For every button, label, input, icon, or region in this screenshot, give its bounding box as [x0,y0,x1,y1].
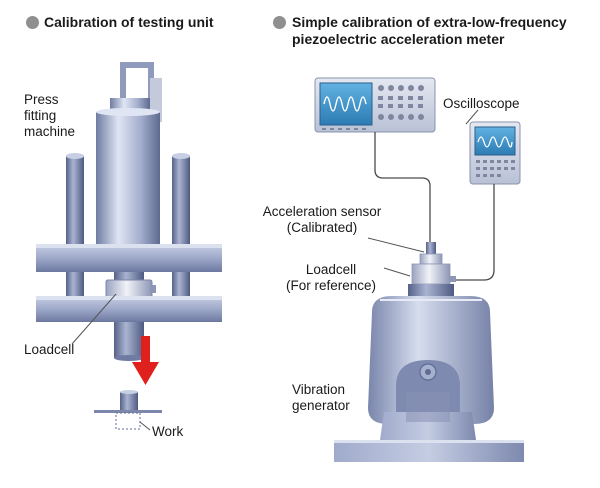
acceleration-sensor-label-line2: (Calibrated) [286,220,358,235]
leader-lines [367,109,479,277]
press-label-line2: fitting [24,108,57,123]
right-panel-title-line1: Simple calibration of extra-low-frequenc… [292,14,567,30]
left-loadcell-label: Loadcell [24,342,75,357]
vibration-generator-label-line2: generator [292,398,350,413]
vibration-generator [334,242,524,462]
vibration-generator-label: Vibration generator [292,382,350,414]
press-label-line1: Press [24,92,59,107]
work-label: Work [152,424,184,439]
work-piece [94,390,162,431]
right-title-bullet-icon [273,16,286,29]
oscilloscope-small [469,121,521,185]
oscilloscope-large [314,77,436,133]
oscilloscope-label: Oscilloscope [443,96,520,111]
left-panel-title: Calibration of testing unit [44,14,214,30]
signal-cables [374,132,495,281]
press-fitting-machine [36,62,222,361]
acceleration-sensor-label: Acceleration sensor (Calibrated) [262,204,382,236]
reference-loadcell-label: Loadcell (For reference) [276,262,386,294]
acceleration-sensor-label-line1: Acceleration sensor [262,204,382,219]
press-fitting-machine-label: Press fitting machine [24,92,75,140]
vibration-generator-label-line1: Vibration [292,382,346,397]
right-panel-title-line2: piezoelectric acceleration meter [292,31,505,47]
left-title-bullet-icon [26,16,39,29]
press-direction-arrow [132,336,159,385]
press-label-line3: machine [24,124,76,139]
reference-loadcell-label-line1: Loadcell [305,262,357,277]
reference-loadcell-label-line2: (For reference) [285,278,377,293]
